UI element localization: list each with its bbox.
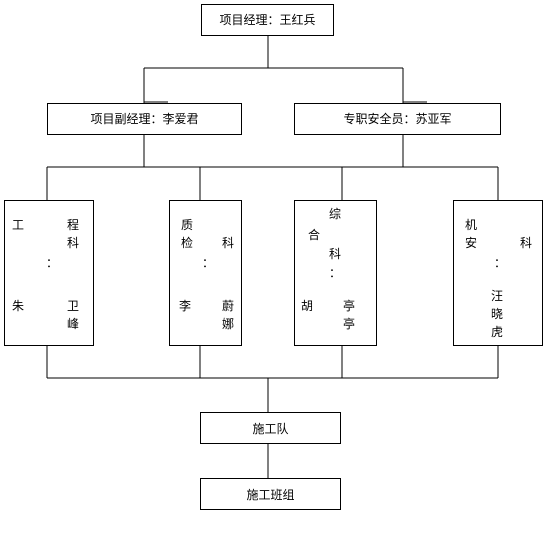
dept-label-glyph: ： xyxy=(329,266,342,280)
dept-label-glyph: 蔚 xyxy=(222,299,235,313)
dept-label-glyph: 科 xyxy=(329,247,342,261)
dept-label-glyph: 亭 xyxy=(343,299,356,313)
dept-label-glyph: 科 xyxy=(222,236,235,250)
node-construction-team: 施工队 xyxy=(200,412,341,444)
dept-label-glyph: 科 xyxy=(520,236,533,250)
dept-label-glyph: 科 xyxy=(67,236,80,250)
dept-label-glyph: ： xyxy=(494,256,507,270)
dept-label-glyph: 峰 xyxy=(67,317,80,331)
dept-label-glyph: ： xyxy=(46,256,59,270)
node-dept-quality: 质检 科 ： 李 蔚娜 xyxy=(169,200,242,346)
node-dept-machinery-safety: 机安 科 ： 汪晓虎 xyxy=(453,200,543,346)
node-deputy-manager-label: 项目副经理：李爱君 xyxy=(90,112,199,126)
dept-label-glyph: 机 xyxy=(465,218,478,232)
dept-label-glyph: 胡 xyxy=(301,299,314,313)
dept-label-glyph: 检 xyxy=(181,236,194,250)
dept-label-glyph: 李 xyxy=(179,299,192,313)
dept-label-glyph: 程 xyxy=(67,218,80,232)
node-construction-crew: 施工班组 xyxy=(200,478,341,510)
dept-label-glyph: 综 xyxy=(329,207,342,221)
dept-label-glyph: 亭 xyxy=(343,317,356,331)
node-project-manager-label: 项目经理：王红兵 xyxy=(219,13,316,27)
node-dept-general: 综合科：胡亭亭 xyxy=(294,200,377,346)
dept-label-glyph: 安 xyxy=(465,236,478,250)
dept-label-glyph: 朱 xyxy=(12,299,25,313)
dept-label-glyph: 汪 xyxy=(491,289,504,303)
dept-label-glyph: 虎 xyxy=(491,325,504,339)
node-deputy-manager: 项目副经理：李爱君 xyxy=(47,103,242,135)
dept-label-glyph: ： xyxy=(202,256,215,270)
node-safety-officer-label: 专职安全员：苏亚军 xyxy=(343,112,452,126)
dept-label-glyph: 工 xyxy=(12,218,25,232)
node-project-manager: 项目经理：王红兵 xyxy=(201,4,334,36)
dept-label-glyph: 质 xyxy=(181,218,194,232)
dept-label-glyph: 合 xyxy=(308,228,321,242)
node-dept-engineering: 工 程科 ： 朱 卫峰 xyxy=(4,200,94,346)
node-construction-crew-label: 施工班组 xyxy=(246,488,295,502)
node-construction-team-label: 施工队 xyxy=(252,422,289,436)
dept-label-glyph: 卫 xyxy=(67,299,80,313)
dept-label-glyph: 晓 xyxy=(491,307,504,321)
dept-label-glyph: 娜 xyxy=(222,317,235,331)
node-safety-officer: 专职安全员：苏亚军 xyxy=(294,103,501,135)
